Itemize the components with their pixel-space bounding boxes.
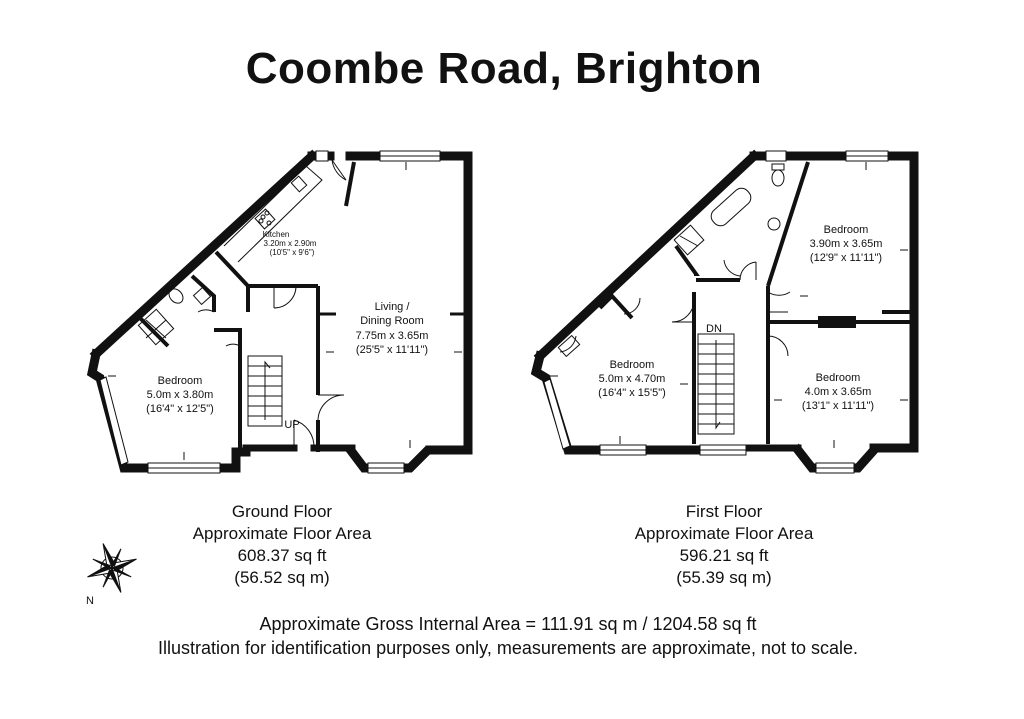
first-stair-label: DN <box>706 323 722 335</box>
first-floor-windows <box>543 150 889 474</box>
first-bedroom1-size-ft: (12'9" x 11'11") <box>810 252 882 264</box>
ground-floor-stairs <box>247 355 283 427</box>
first-bedroom3-name: Bedroom <box>816 372 861 384</box>
disclaimer: Illustration for identification purposes… <box>157 638 859 658</box>
first-floor-plan: Bedroom 3.90m x 3.65m (12'9" x 11'11") B… <box>530 149 919 474</box>
first-floor-outer-walls <box>530 149 919 473</box>
ground-bedroom-name: Bedroom <box>158 375 203 387</box>
ground-floor-area-label: Approximate Floor Area <box>192 524 372 543</box>
first-bedroom3-size-ft: (13'1" x 11'11") <box>802 400 874 412</box>
first-floor-area-sqm: (55.39 sq m) <box>676 568 772 587</box>
ground-floor-doors <box>273 285 345 449</box>
first-floor-chimney <box>818 316 856 328</box>
living-name-line2: Dining Room <box>360 315 424 327</box>
ground-floor-windows <box>99 150 441 474</box>
ground-floor-outer-walls <box>86 149 473 473</box>
living-size-ft: (25'5" x 11'11") <box>356 344 428 356</box>
first-bedroom2-size-m: 5.0m x 4.70m <box>599 373 666 385</box>
ground-floor-marks <box>108 162 468 460</box>
ground-bedroom-size-m: 5.0m x 3.80m <box>147 389 214 401</box>
living-size-m: 7.75m x 3.65m <box>356 330 429 342</box>
first-floor-area-label: Approximate Floor Area <box>634 524 814 543</box>
page-title: Coombe Road, Brighton <box>245 44 763 93</box>
ground-floor-area-sqm: (56.52 sq m) <box>234 568 330 587</box>
kitchen-size-ft: (10'5" x 9'6") <box>270 248 315 257</box>
ground-floor-area: Ground Floor Approximate Floor Area 608.… <box>132 501 432 589</box>
ground-bedroom-size-ft: (16'4" x 12'5") <box>146 403 214 415</box>
ground-floor-wc <box>137 286 241 347</box>
first-floor-stairs <box>697 333 735 435</box>
first-bedroom1-size-m: 3.90m x 3.65m <box>810 238 883 250</box>
kitchen-size-m: 3.20m x 2.90m <box>264 239 317 248</box>
first-floor-interior-walls <box>598 161 910 444</box>
first-floor-area: First Floor Approximate Floor Area 596.2… <box>574 501 874 589</box>
first-floor-bathroom <box>673 163 785 281</box>
first-floor-marks <box>550 162 908 448</box>
first-bedroom3-size-m: 4.0m x 3.65m <box>805 386 872 398</box>
first-bedroom2-name: Bedroom <box>610 359 655 371</box>
living-name: Living / <box>375 301 411 313</box>
gross-area: Approximate Gross Internal Area = 111.91… <box>259 614 757 634</box>
first-floor-name: First Floor <box>685 502 763 521</box>
ground-floor-area-sqft: 608.37 sq ft <box>237 546 327 565</box>
kitchen-name: Kitchen <box>263 230 290 239</box>
first-floor-doors <box>557 259 791 358</box>
first-bedroom1-name: Bedroom <box>824 224 869 236</box>
kitchen-units <box>223 159 347 263</box>
ground-floor-name: Ground Floor <box>231 502 333 521</box>
first-floor-area-sqft: 596.21 sq ft <box>679 546 769 565</box>
ground-floor-plan: Kitchen 3.20m x 2.90m (10'5" x 9'6") Liv… <box>86 149 473 474</box>
ground-stair-label: UP <box>284 419 299 431</box>
compass-rose-icon <box>87 543 137 593</box>
north-label: N <box>86 595 94 607</box>
first-bedroom2-size-ft: (16'4" x 15'5") <box>598 387 666 399</box>
